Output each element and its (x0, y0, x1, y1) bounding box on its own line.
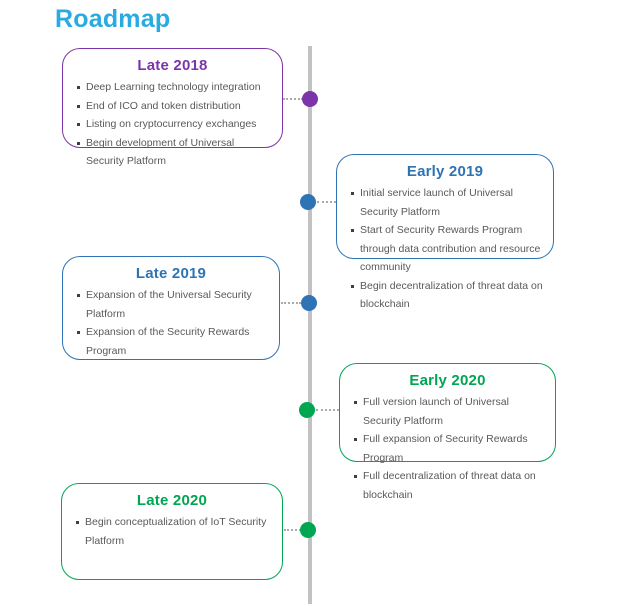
connector-line-late-2020 (284, 529, 301, 531)
milestone-bullet: Expansion of the Security Rewards Progra… (76, 323, 271, 360)
timeline-dot-early-2020 (299, 402, 315, 418)
milestone-card-late-2020: Late 2020 Begin conceptualization of IoT… (61, 483, 283, 580)
connector-line-late-2019 (281, 302, 301, 304)
milestone-bullet: Begin development of Universal Security … (76, 134, 274, 171)
milestone-bullet: Full version launch of Universal Securit… (353, 393, 547, 430)
milestone-title: Late 2018 (137, 57, 208, 74)
milestone-bullet: Full decentralization of threat data on … (353, 467, 547, 504)
milestone-title: Early 2019 (406, 163, 484, 180)
milestone-title: Late 2020 (136, 492, 208, 509)
milestone-bullet: Begin conceptualization of IoT Security … (75, 513, 274, 550)
milestone-bullet: Expansion of the Universal Security Plat… (76, 286, 271, 323)
milestone-bullet: End of ICO and token distribution (76, 97, 274, 116)
milestone-bullet: Initial service launch of Universal Secu… (350, 184, 545, 221)
page-title: Roadmap (55, 5, 171, 33)
timeline-dot-late-2019 (301, 295, 317, 311)
milestone-bullet: Start of Security Rewards Program throug… (350, 221, 545, 277)
connector-line-early-2019 (317, 201, 336, 203)
connector-line-late-2018 (283, 98, 303, 100)
milestone-card-early-2020: Early 2020 Full version launch of Univer… (339, 363, 556, 501)
milestone-card-late-2018: Late 2018 Deep Learning technology integ… (62, 48, 283, 167)
milestone-bullet-list: Deep Learning technology integration End… (63, 78, 282, 171)
milestone-card-late-2019: Late 2019 Expansion of the Universal Sec… (62, 256, 280, 360)
timeline-dot-late-2018 (302, 91, 318, 107)
milestone-card-early-2019: Early 2019 Initial service launch of Uni… (336, 154, 554, 310)
connector-line-early-2020 (316, 409, 339, 411)
milestone-bullet-list: Initial service launch of Universal Secu… (337, 184, 553, 314)
milestone-bullet: Listing on cryptocurrency exchanges (76, 115, 274, 134)
milestone-title: Late 2019 (135, 265, 207, 282)
timeline-dot-late-2020 (300, 522, 316, 538)
milestone-bullet: Deep Learning technology integration (76, 78, 274, 97)
milestone-bullet: Begin decentralization of threat data on… (350, 277, 545, 314)
timeline-dot-early-2019 (300, 194, 316, 210)
milestone-bullet-list: Full version launch of Universal Securit… (340, 393, 555, 504)
milestone-bullet: Full expansion of Security Rewards Progr… (353, 430, 547, 467)
timeline-line (308, 46, 312, 604)
milestone-bullet-list: Expansion of the Universal Security Plat… (63, 286, 279, 360)
milestone-title: Early 2020 (409, 372, 486, 389)
milestone-bullet-list: Begin conceptualization of IoT Security … (62, 513, 282, 550)
